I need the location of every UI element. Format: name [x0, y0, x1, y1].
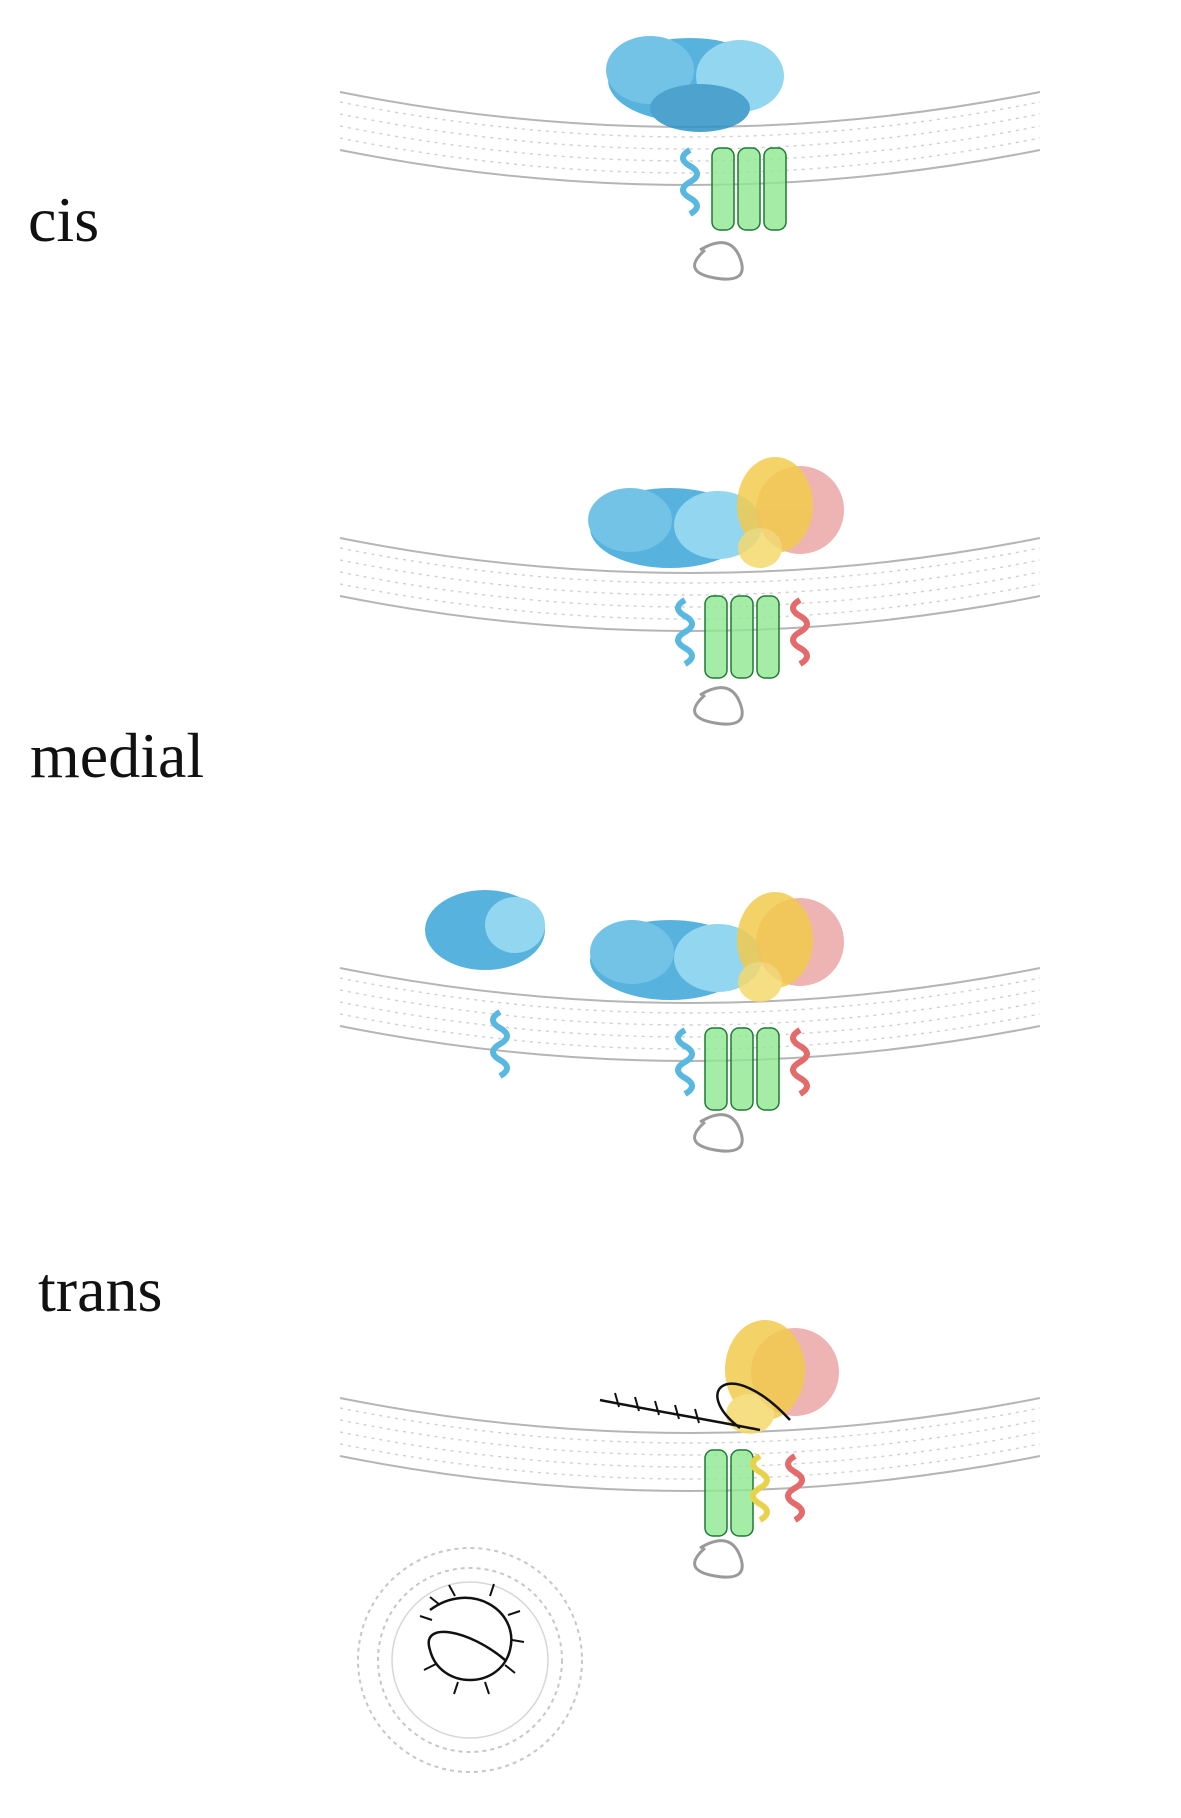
vesicle-icon: [357, 1547, 583, 1773]
green-transmembrane-cylinder-icon: [704, 1449, 754, 1537]
yellow-protein-icon: [725, 1320, 805, 1434]
pink-helix-icon: [785, 1453, 805, 1523]
stage-label-cis: cis: [28, 184, 100, 255]
pink-helix-icon: [790, 597, 810, 667]
loop-coil-icon: [693, 1113, 744, 1153]
blue-protein-complex-icon: [590, 920, 762, 1000]
green-transmembrane-cylinder-icon: [704, 1027, 780, 1111]
yellow-helix-icon: [750, 1453, 770, 1523]
loop-coil-icon: [693, 1539, 744, 1579]
pink-helix-icon: [790, 1027, 810, 1097]
yellow-protein-icon: [737, 457, 813, 568]
blue-protein-complex-icon: [588, 488, 762, 568]
glycan-chain-icon: [599, 1382, 791, 1432]
blue-helix-icon: [675, 597, 695, 667]
blue-protein-complex-icon: [425, 890, 545, 970]
green-transmembrane-cylinder-icon: [704, 595, 780, 679]
yellow-protein-icon: [737, 892, 813, 1002]
blue-helix-icon: [490, 1009, 510, 1079]
green-transmembrane-cylinder-icon: [711, 147, 787, 231]
blue-helix-icon: [675, 1027, 695, 1097]
stage-label-medial: medial: [30, 720, 205, 791]
loop-coil-icon: [693, 241, 744, 281]
stage-label-trans: trans: [38, 1254, 163, 1325]
glycan-chain-icon: [419, 1583, 525, 1695]
membrane-trans: [339, 1397, 1041, 1492]
blue-protein-complex-icon: [606, 36, 784, 132]
loop-coil-icon: [693, 686, 744, 726]
blue-helix-icon: [680, 147, 700, 217]
